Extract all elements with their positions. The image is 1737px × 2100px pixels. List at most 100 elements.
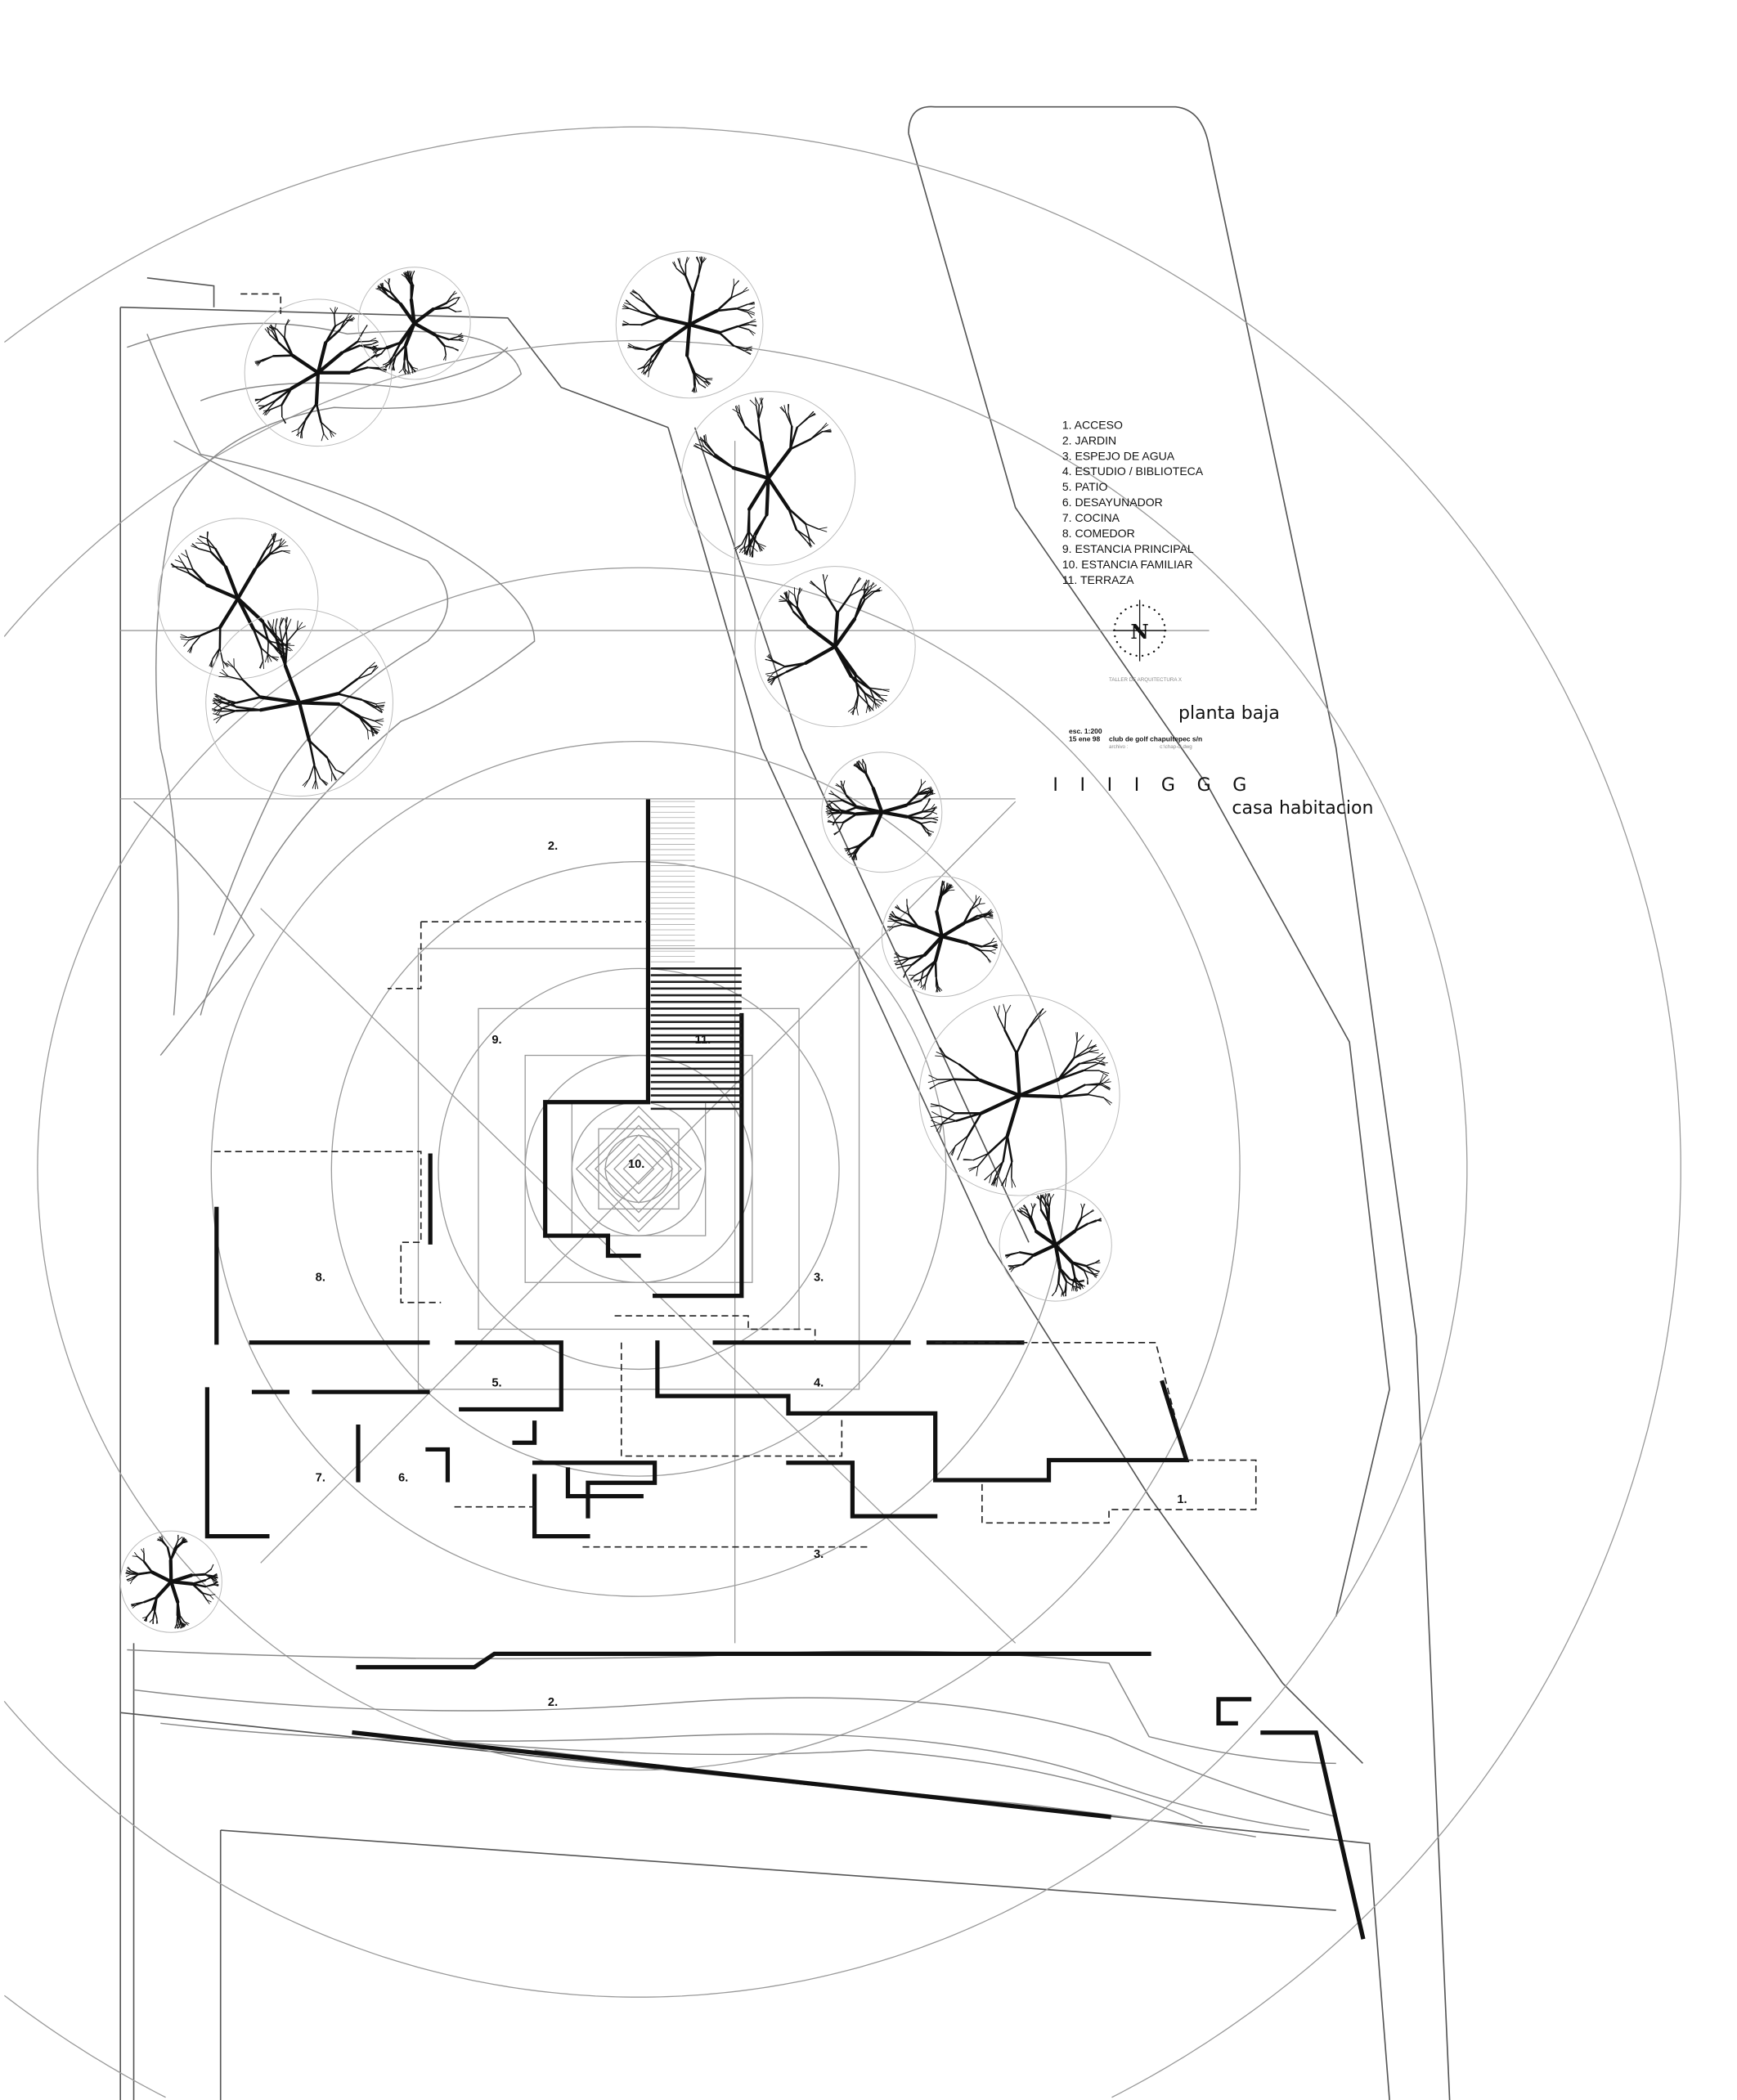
- tree-branch: [372, 348, 379, 351]
- legend-item: 11. TERRAZA: [1062, 573, 1134, 586]
- tree-branch: [967, 1111, 983, 1138]
- geometry-square: [594, 1124, 684, 1214]
- tree-icon: [680, 391, 856, 566]
- tree-branch: [894, 960, 901, 965]
- tree-branch: [176, 1622, 180, 1629]
- tree-branch: [911, 954, 927, 966]
- tree-branch: [990, 937, 995, 944]
- room-label-jardin-south: 2.: [548, 1696, 558, 1709]
- tree-branch: [906, 904, 910, 916]
- tree-branch: [788, 590, 796, 596]
- tree-branch: [772, 661, 786, 667]
- tree-branch: [1003, 1013, 1007, 1031]
- tree-branch: [222, 660, 225, 669]
- tree-branch: [1014, 1052, 1021, 1097]
- tree-branch: [804, 644, 837, 665]
- tree-branch: [916, 788, 927, 795]
- tree-branch: [285, 626, 288, 643]
- tree-branch: [212, 647, 221, 660]
- tree-branch: [296, 620, 298, 631]
- tree-branch: [316, 351, 344, 375]
- tree-canopy: [999, 1188, 1112, 1302]
- tree-branch: [380, 346, 388, 355]
- tree-branch: [137, 1571, 154, 1575]
- tree-branch: [834, 794, 844, 801]
- tree-branch: [191, 545, 200, 550]
- tree-branch: [321, 433, 325, 442]
- tree-branch: [403, 272, 409, 277]
- tree-branch: [179, 636, 189, 639]
- tree-branch: [267, 653, 269, 663]
- tree-branch: [748, 531, 759, 544]
- tree-branch: [358, 344, 372, 348]
- tree-branch: [268, 325, 276, 332]
- tree-branch: [214, 695, 223, 702]
- tree-branch: [783, 405, 787, 415]
- tree-branch: [734, 544, 743, 550]
- tree-branch: [392, 355, 397, 366]
- tree-branch: [745, 545, 750, 554]
- tree-branch: [191, 543, 200, 550]
- tree-branch: [370, 665, 377, 675]
- tree-branch: [191, 635, 202, 646]
- legend-item: 6. DESAYUNADOR: [1062, 496, 1163, 509]
- tree-branch: [824, 574, 828, 583]
- tree-branch: [402, 368, 406, 375]
- tree-branch: [384, 280, 389, 285]
- tree-branch: [625, 299, 632, 306]
- tree-branch: [177, 555, 183, 563]
- tree-branch: [313, 764, 316, 781]
- tree-branch: [864, 773, 875, 790]
- geometry-square: [524, 1054, 753, 1283]
- tree-branch: [1058, 1267, 1071, 1281]
- tree-branch: [685, 354, 696, 375]
- tree-branch: [930, 821, 937, 823]
- tree-branch: [747, 312, 755, 316]
- tree-branch: [986, 909, 992, 914]
- tree-branch: [146, 1615, 148, 1622]
- tree-branch: [1088, 1044, 1097, 1052]
- geometry-circle: [37, 567, 1241, 1771]
- tree-branch: [181, 1622, 184, 1628]
- tree-branch: [1078, 1279, 1084, 1282]
- tree-branch: [684, 257, 688, 265]
- tree-branch: [142, 1560, 154, 1573]
- tree-branch: [1040, 1200, 1048, 1209]
- tree-icon: [881, 876, 1003, 998]
- tree-branch: [1006, 1134, 1013, 1163]
- tree-branch: [931, 817, 939, 819]
- tree-branch: [1073, 1286, 1077, 1292]
- title-block: planta baja esc. 1:200 15 ene 98 club de…: [1053, 703, 1373, 819]
- tree-branch: [687, 308, 719, 327]
- tree-branch: [903, 919, 920, 929]
- tree-branch: [357, 330, 364, 343]
- tree-branch: [833, 611, 840, 648]
- tree-branch: [187, 557, 194, 571]
- tree-branch: [788, 591, 790, 600]
- tree-branch: [152, 1609, 155, 1619]
- tree-branch: [922, 935, 944, 957]
- tree-branch: [1085, 1262, 1096, 1267]
- tree-branch: [177, 1537, 183, 1541]
- tree-branch: [638, 294, 647, 305]
- tree-branch: [254, 359, 263, 362]
- tree-branch: [302, 778, 310, 786]
- tree-branch: [1075, 1285, 1081, 1290]
- tree-branch: [735, 406, 739, 415]
- tree-branch: [941, 881, 945, 888]
- tree-branch: [268, 541, 275, 555]
- tree-branch: [339, 318, 347, 331]
- tree-branch: [757, 419, 763, 444]
- tree-branch: [1008, 1267, 1015, 1271]
- tree-branch: [658, 316, 692, 327]
- tree-branch: [1038, 1008, 1044, 1018]
- tree-branch: [141, 1548, 145, 1555]
- tree-branch: [275, 627, 278, 644]
- tree-branch: [1093, 1260, 1101, 1263]
- geometry-square: [575, 1106, 702, 1232]
- tree-branch: [411, 366, 419, 370]
- tree-branch: [146, 1609, 154, 1618]
- tree-branch: [806, 624, 837, 648]
- tree-branch: [899, 955, 910, 959]
